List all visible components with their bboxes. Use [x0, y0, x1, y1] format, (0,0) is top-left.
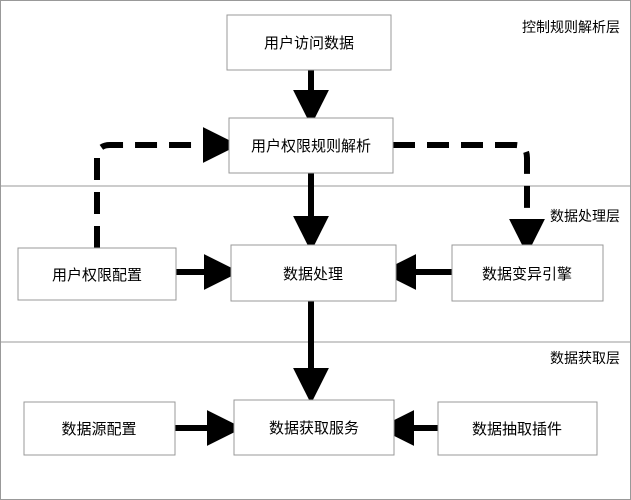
svg-text:数据处理: 数据处理	[283, 265, 343, 283]
node-data-processing: 数据处理	[230, 244, 397, 302]
svg-text:用户权限规则解析: 用户权限规则解析	[251, 137, 371, 155]
node-datasource-config: 数据源配置	[23, 401, 176, 456]
svg-text:数据抽取插件: 数据抽取插件	[472, 420, 562, 438]
node-user-access-data: 用户访问数据	[226, 14, 392, 71]
svg-text:数据变异引擎: 数据变异引擎	[482, 265, 572, 283]
node-user-permission-rule-parse: 用户权限规则解析	[228, 117, 394, 174]
node-data-change-engine: 数据变异引擎	[451, 244, 604, 302]
node-data-acquisition-service: 数据获取服务	[233, 399, 395, 456]
layer-label-acquisition: 数据获取层	[550, 351, 620, 367]
svg-text:数据获取服务: 数据获取服务	[269, 419, 359, 437]
svg-text:数据源配置: 数据源配置	[61, 420, 136, 438]
node-user-permission-config: 用户权限配置	[17, 247, 177, 301]
edge-rule-parse-to-change-engine	[393, 142, 545, 255]
svg-text:用户访问数据: 用户访问数据	[264, 34, 354, 52]
node-data-extraction-plugin: 数据抽取插件	[437, 401, 598, 456]
edge-config-to-rule-parse	[94, 127, 239, 248]
layer-label-control: 控制规则解析层	[522, 20, 620, 36]
layer-label-processing: 数据处理层	[550, 209, 620, 225]
svg-text:用户权限配置: 用户权限配置	[52, 266, 142, 284]
